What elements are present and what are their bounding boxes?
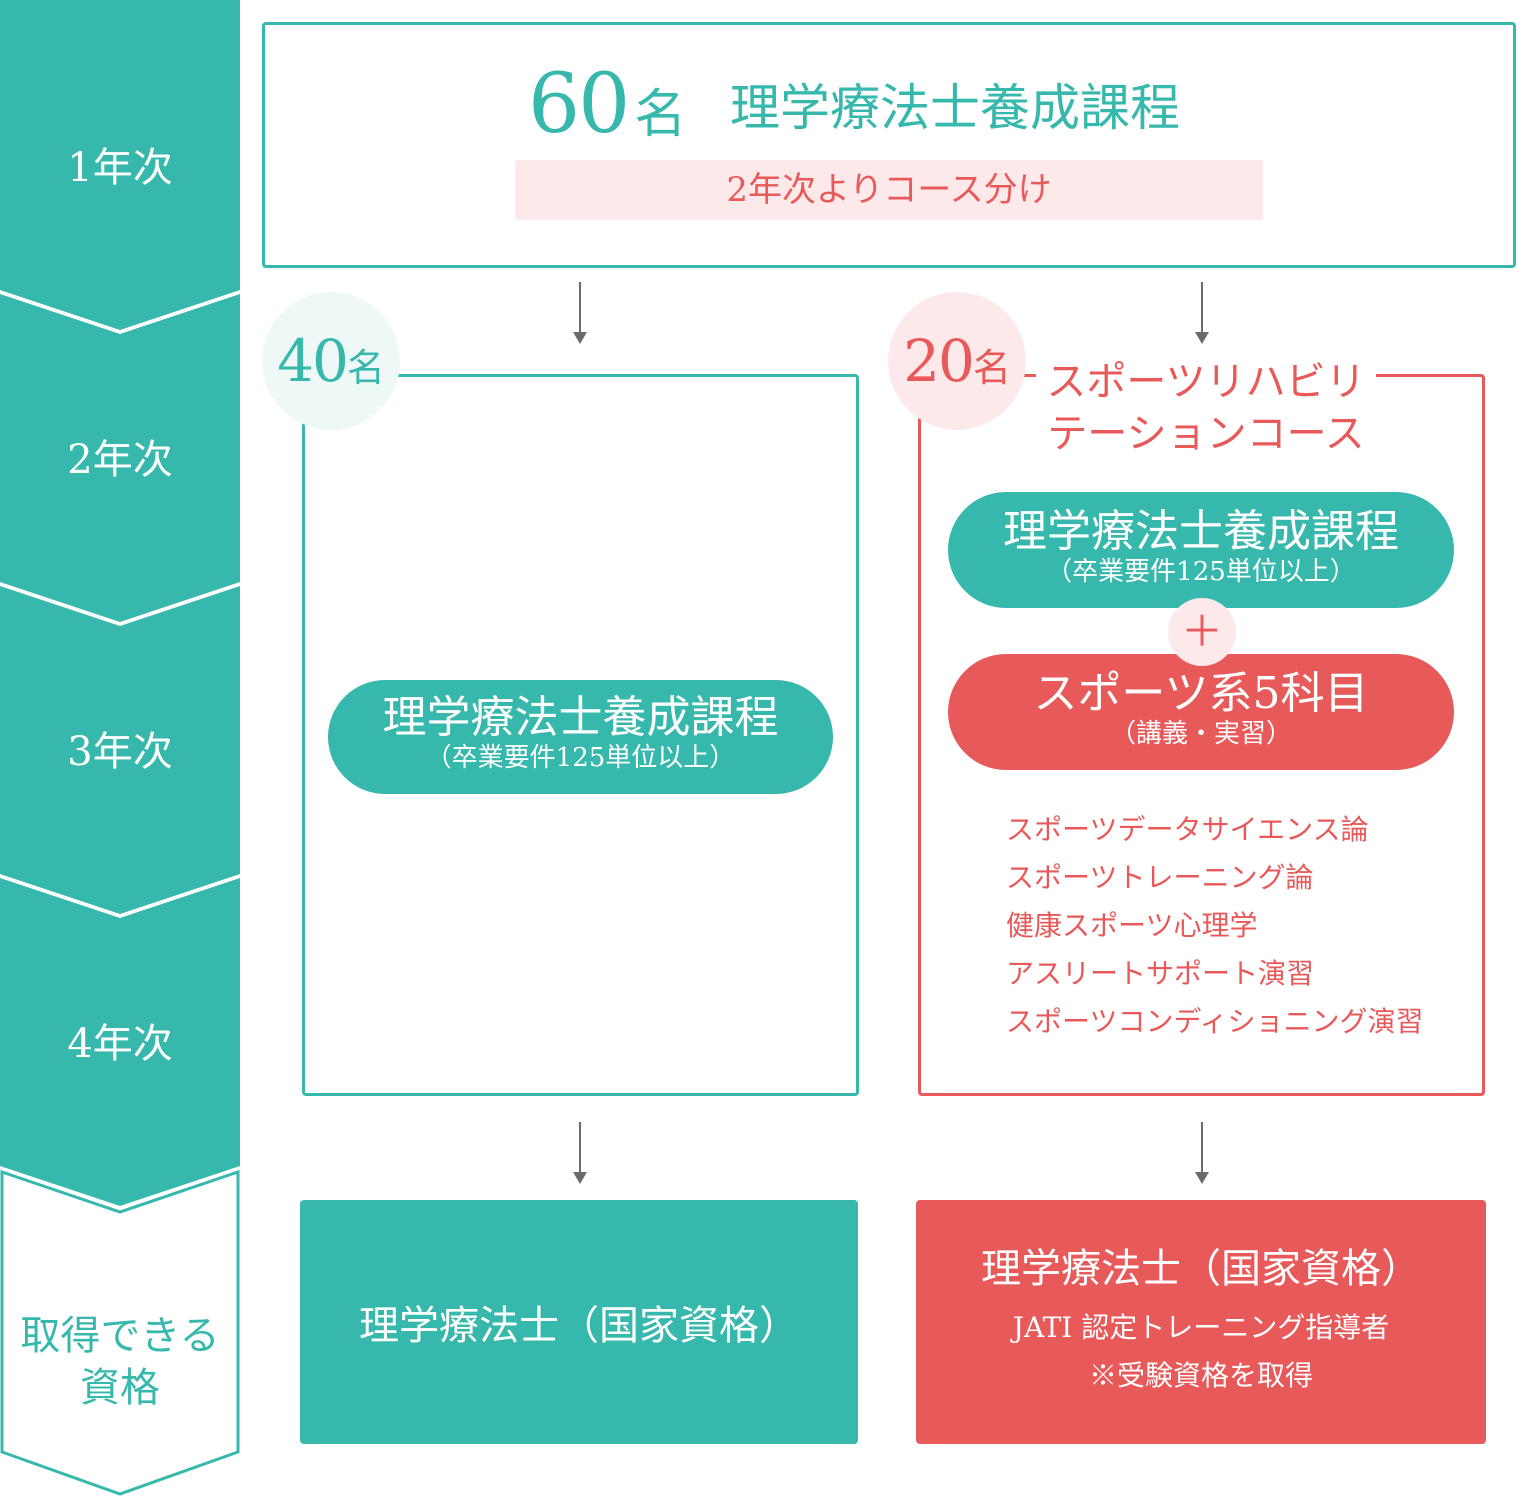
year-band-2	[0, 294, 240, 622]
arrow-left-to-result	[579, 1122, 581, 1172]
year-label-1: 1年次	[67, 145, 173, 191]
left-program-pill: 理学療法士養成課程 （卒業要件125単位以上）	[328, 680, 833, 794]
year-label-4: 4年次	[67, 1021, 173, 1067]
arrow-to-left	[579, 282, 581, 332]
list-item: 健康スポーツ心理学	[1006, 909, 1258, 942]
list-item: スポーツコンディショニング演習	[1006, 1005, 1424, 1038]
qualification-label: 取得できる 資格	[20, 1313, 220, 1411]
year-label-3: 3年次	[67, 729, 173, 775]
plus-icon: ＋	[1168, 598, 1236, 666]
right-count-badge: 20名	[888, 292, 1026, 430]
year-band-4	[0, 878, 240, 1206]
right-result-box: 理学療法士（国家資格） JATI 認定トレーニング指導者 ※受験資格を取得	[916, 1200, 1486, 1444]
qualification-band	[0, 1169, 240, 1496]
course-name: スポーツリハビリ テーションコース	[1036, 356, 1376, 460]
arrow-to-right	[1201, 282, 1203, 332]
left-course-box	[302, 374, 859, 1096]
year-label-2: 2年次	[67, 437, 173, 483]
arrowhead-right	[1195, 332, 1209, 344]
left-count-badge: 40名	[262, 292, 400, 430]
year-band-3	[0, 586, 240, 914]
arrow-right-to-result	[1201, 1122, 1203, 1172]
arrowhead-left-result	[573, 1172, 587, 1184]
list-item: スポーツトレーニング論	[1006, 861, 1314, 894]
top-program-title: 理学療法士養成課程	[730, 79, 1180, 137]
subject-list: スポーツデータサイエンス論 スポーツトレーニング論 健康スポーツ心理学 アスリー…	[1006, 806, 1423, 1046]
list-item: アスリートサポート演習	[1006, 957, 1315, 990]
arrowhead-left	[573, 332, 587, 344]
year-column	[0, 0, 240, 1496]
sports-subjects-pill: スポーツ系5科目 （講義・実習）	[948, 654, 1454, 770]
arrowhead-right-result	[1195, 1172, 1209, 1184]
left-result-box: 理学療法士（国家資格）	[300, 1200, 858, 1444]
year1-box	[262, 22, 1516, 268]
right-program-pill: 理学療法士養成課程 （卒業要件125単位以上）	[948, 492, 1454, 608]
list-item: スポーツデータサイエンス論	[1006, 813, 1369, 846]
course-split-note: 2年次よりコース分け	[515, 160, 1263, 220]
year-band-1	[0, 0, 240, 330]
